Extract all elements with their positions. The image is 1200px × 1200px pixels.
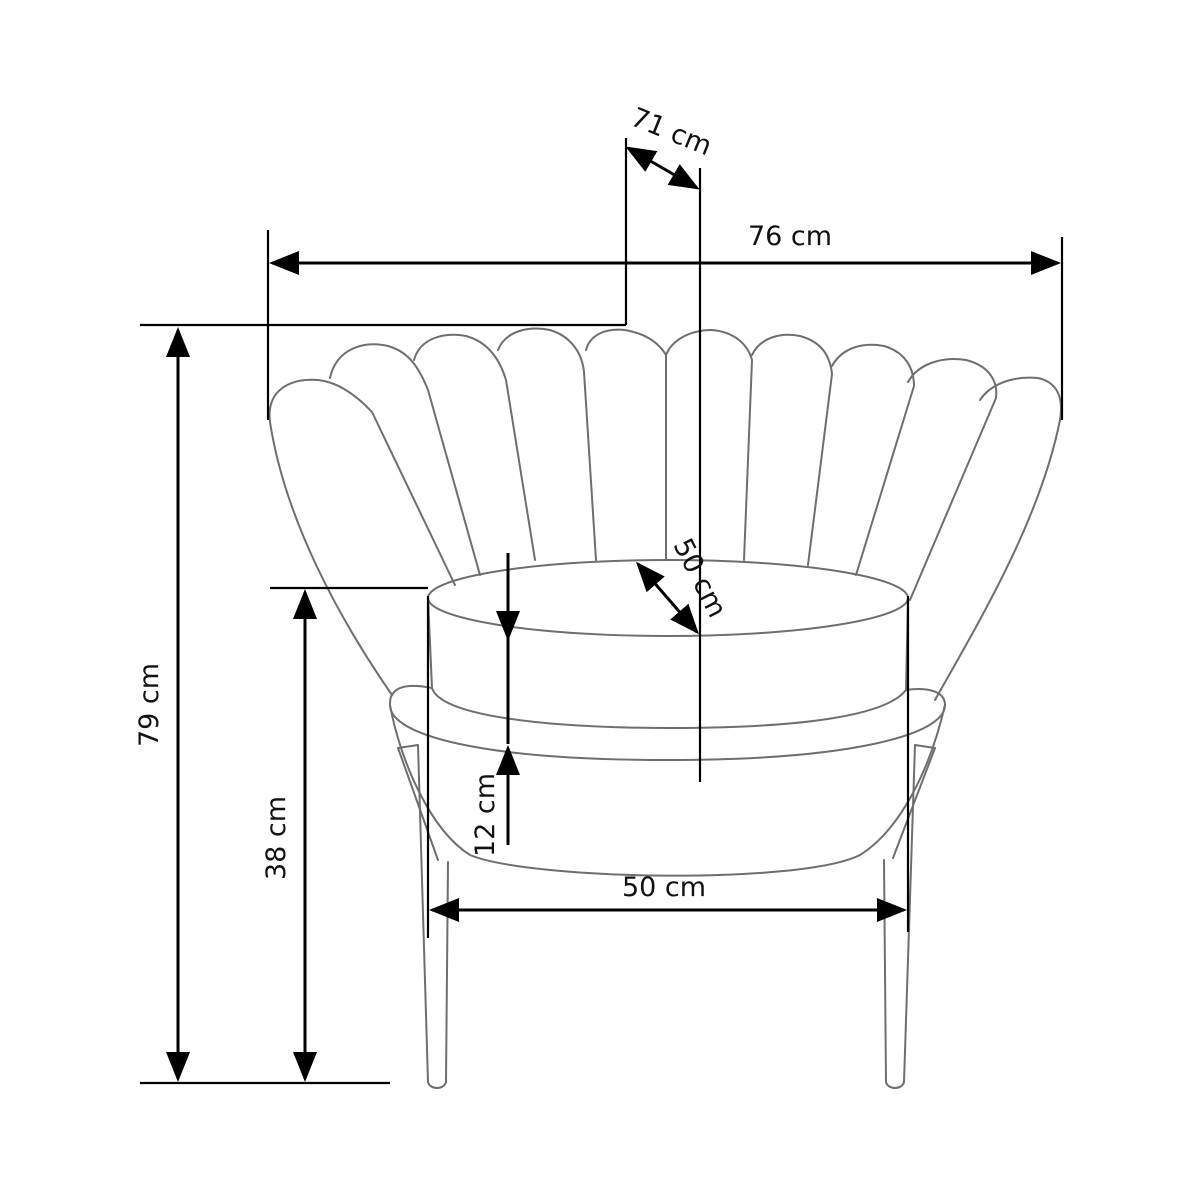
base-bowl [389, 704, 946, 877]
petal-left-outer [268, 378, 456, 586]
seat-base [389, 684, 946, 877]
seat-cushion [427, 559, 909, 729]
petal-left-2 [329, 343, 481, 576]
chair-legs [397, 744, 936, 1089]
label-cushion-thickness: 12 cm [470, 773, 501, 857]
dimension-labels: 76 cm 71 cm 79 cm 38 cm 12 cm 50 cm 50 c… [134, 102, 832, 903]
petal-right-2 [907, 358, 998, 601]
label-overall-width: 76 cm [748, 221, 832, 252]
petal-right-5 [665, 329, 753, 561]
label-seat-width: 50 cm [622, 872, 706, 903]
chair-drawing [268, 327, 1062, 1089]
dimension-lines [140, 138, 1064, 1085]
backrest-petals [268, 327, 1062, 701]
petal-right-4 [751, 333, 833, 566]
petal-left-3 [413, 333, 536, 561]
seat-depth-dimension-line [636, 561, 699, 635]
base-rim [389, 684, 946, 761]
leg-front-right [883, 744, 936, 1089]
petal-left-4 [497, 327, 597, 561]
leg-back-left [397, 747, 439, 861]
petal-right-outer [934, 376, 1062, 701]
petal-left-outer-inner [269, 421, 393, 696]
label-seat-height: 38 cm [261, 796, 292, 880]
label-overall-height: 79 cm [134, 663, 165, 747]
petal-right-3 [831, 343, 915, 576]
leg-back-right [892, 747, 936, 859]
cushion-side [427, 597, 909, 729]
depth-dimension-line [625, 146, 700, 190]
leg-front-left [397, 744, 449, 1089]
petal-left-5 [585, 328, 667, 561]
